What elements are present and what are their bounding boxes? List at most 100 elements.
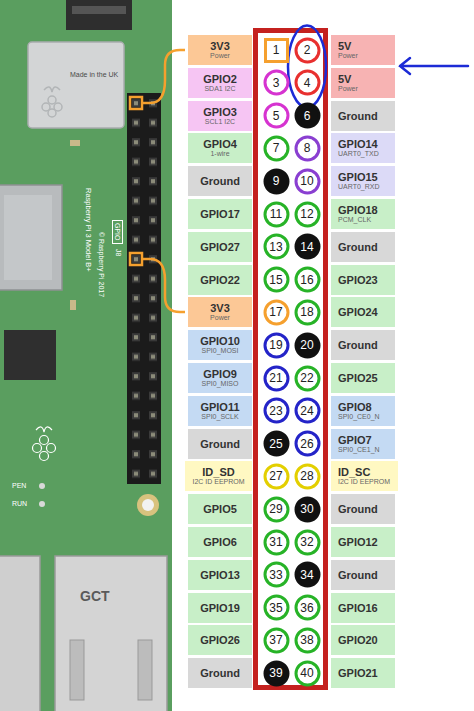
- pin-circle: 19: [263, 332, 290, 359]
- pin-label-box: GPIO15UART0_RXD: [331, 166, 395, 196]
- pin-name: GPIO2: [203, 73, 237, 85]
- silkscreen-text: PEN: [12, 481, 26, 490]
- pin-number: 4: [304, 76, 311, 90]
- pin-label-box: Ground: [188, 658, 252, 688]
- pin-name: GPIO25: [338, 372, 378, 384]
- pin-function: UART0_TXD: [338, 150, 379, 158]
- pin-number: 33: [269, 568, 282, 582]
- pin-circle: 24: [294, 397, 321, 424]
- pin-label-box: GPIO20: [331, 625, 395, 655]
- pin-name: GPIO23: [338, 274, 378, 286]
- annotation-circle: [288, 25, 326, 107]
- pin-circle: 21: [263, 365, 290, 392]
- pin-ring: [296, 334, 319, 357]
- pin-ring: [296, 498, 319, 521]
- pin-function: UART0_RXD: [338, 183, 380, 191]
- pin-number: 6: [304, 109, 311, 123]
- pin-label-box: Ground: [331, 494, 395, 524]
- pin-number: 13: [269, 240, 282, 254]
- pin-circle: 26: [294, 430, 321, 457]
- pin-name: GPIO24: [338, 306, 378, 318]
- pin-circle: 34: [294, 561, 321, 588]
- pin-number: 21: [269, 371, 282, 385]
- pin-ring: [296, 531, 319, 554]
- pin-label-box: GPIO18PCM_CLK: [331, 199, 395, 229]
- usb-tab: [70, 640, 84, 700]
- pin-function: PCM_CLK: [338, 216, 371, 224]
- silkscreen-text: Made in the UK: [70, 70, 118, 79]
- logo-leaves: [44, 87, 60, 92]
- pin-ring: [265, 334, 288, 357]
- pin-name: Ground: [338, 339, 378, 351]
- pin-label-box: GPIO3SCL1 I2C: [188, 101, 252, 131]
- pin-circle: 33: [263, 561, 290, 588]
- pin-name: GPIO20: [338, 634, 378, 646]
- smd-part: [70, 300, 76, 310]
- pin-number: 3: [273, 76, 280, 90]
- pin-number: 9: [273, 174, 280, 188]
- pin-circle: 18: [294, 299, 321, 326]
- pin-ring: [296, 432, 319, 455]
- pin-function: SPI0_CE1_N: [338, 446, 380, 454]
- pin-name: GPIO16: [338, 602, 378, 614]
- pin-name: GPIO18: [338, 204, 378, 216]
- pin-ring: [296, 235, 319, 258]
- pin-circle: 32: [294, 529, 321, 556]
- pin-circle: 8: [294, 135, 321, 162]
- pin-circle: 37: [263, 627, 290, 654]
- pin-label-box: GPIO14UART0_TXD: [331, 133, 395, 163]
- pin-label-box: Ground: [331, 330, 395, 360]
- pin-circle: 13: [263, 233, 290, 260]
- pin-name: GPIO10: [200, 335, 240, 347]
- pin-number: 8: [304, 141, 311, 155]
- pin-name: GPIO17: [200, 208, 240, 220]
- pin-ring: [265, 104, 288, 127]
- pin-name: GPIO5: [203, 503, 237, 515]
- pin-square: [265, 39, 287, 61]
- pin-ring: [265, 563, 288, 586]
- pin-label-box: 3V3Power: [188, 297, 252, 327]
- pin-ring: [296, 465, 319, 488]
- pin-ring: [296, 170, 319, 193]
- pin-name: GPIO22: [200, 274, 240, 286]
- pin-number: 24: [300, 404, 313, 418]
- pin-marker: [130, 253, 142, 265]
- pin-label-box: 3V3Power: [188, 35, 252, 65]
- pin-circle: 25: [263, 430, 290, 457]
- pin-number: 31: [269, 535, 282, 549]
- pin-ring: [296, 104, 319, 127]
- pin-circle: 38: [294, 627, 321, 654]
- pin-label-box: GPIO8SPI0_CE0_N: [331, 396, 395, 426]
- pin-label-box: GPIO9SPI0_MISO: [188, 363, 252, 393]
- pin-function: Power: [210, 314, 230, 322]
- pin-name: Ground: [200, 438, 240, 450]
- pin-name: GPIO21: [338, 667, 378, 679]
- pin-name: Ground: [338, 241, 378, 253]
- pin-number: 25: [269, 437, 282, 451]
- pin-label-box: GPIO19: [188, 593, 252, 623]
- pin-ring: [265, 367, 288, 390]
- pin-label-box: ID_SDI2C ID EEPROM: [185, 461, 252, 491]
- usb-port: [0, 556, 40, 711]
- pin-circle: 28: [294, 463, 321, 490]
- pin-ring: [265, 268, 288, 291]
- pin-function: I2C ID EEPROM: [192, 478, 244, 486]
- pin-circle: 3: [263, 69, 290, 96]
- silkscreen-text: RUN: [12, 499, 27, 508]
- logo-berry: [40, 436, 49, 445]
- pin-ring: [296, 563, 319, 586]
- pin-number: 37: [269, 633, 282, 647]
- logo-berry: [33, 444, 42, 453]
- pin-number: 34: [300, 568, 313, 582]
- pin-number: 30: [300, 502, 313, 516]
- pin-number: 28: [300, 469, 313, 483]
- pin-number: 32: [300, 535, 313, 549]
- pin-ring: [265, 531, 288, 554]
- pin-number: 40: [300, 666, 313, 680]
- pin-function: SPI0_MOSI: [202, 347, 239, 355]
- pin-circle: 40: [294, 660, 321, 687]
- silkscreen-text: GPIO: [112, 220, 123, 244]
- silkscreen-text: Raspberry Pi 3 Model B+: [83, 188, 93, 272]
- pin-name: Ground: [338, 503, 378, 515]
- pin-number: 38: [300, 633, 313, 647]
